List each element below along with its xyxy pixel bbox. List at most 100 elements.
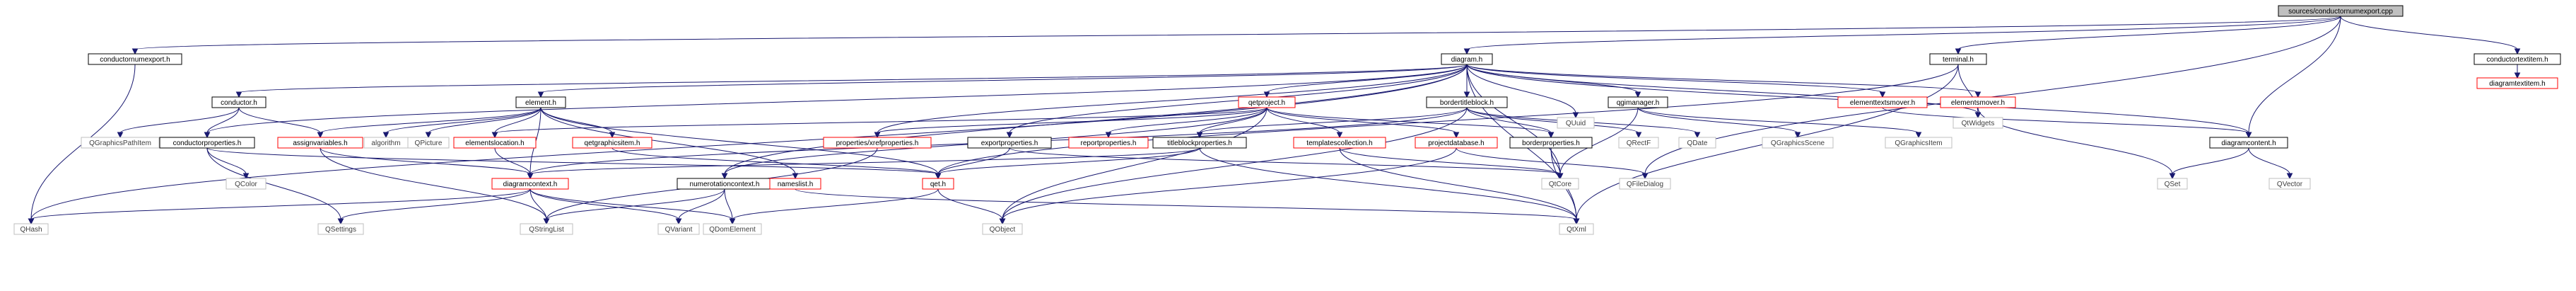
node-label: QObject (990, 226, 1016, 234)
edge-assignvariables_h-to-diagramcontext_h (320, 147, 534, 180)
edge-titleblockproperties_h-to-diagramcontext_h (527, 147, 1200, 180)
edge-projectdatabase_h-to-QFileDialog (1456, 147, 1649, 180)
edge-arrowhead (2514, 48, 2521, 55)
node-bordertitleblock-h[interactable]: bordertitleblock.h (1426, 96, 1508, 108)
node-QDate: QDate (1678, 137, 1716, 149)
node-projectdatabase-h[interactable]: projectdatabase.h (1415, 137, 1498, 149)
edge-line (529, 147, 1200, 175)
edge-conductor_h-to-QGraphicsPathItem (117, 107, 240, 139)
node-reportproperties-h[interactable]: reportproperties.h (1068, 137, 1149, 149)
edge-line (1002, 107, 1468, 220)
node-QSet: QSet (2157, 178, 2188, 190)
node-numerotationcontext-h[interactable]: numerotationcontext.h (677, 178, 773, 190)
node-QFileDialog: QFileDialog (1619, 178, 1671, 190)
node-QtXml: QtXml (1559, 223, 1594, 235)
node-root[interactable]: sources/conductornumexport.cpp (2278, 5, 2404, 17)
node-label: nameslist.h (778, 181, 814, 188)
node-label: terminal.h (1943, 56, 1974, 64)
node-label: diagramtextitem.h (2489, 80, 2545, 88)
node-borderproperties-h[interactable]: borderproperties.h (1509, 137, 1593, 149)
node-box (2209, 137, 2288, 149)
node-label: qetproject.h (1248, 99, 1285, 107)
edge-bordertitleblock_h-to-borderproperties_h (1466, 107, 1555, 139)
node-label: elementtextsmover.h (1850, 99, 1915, 107)
edge-qetproject_h-to-projectdatabase_h (1266, 107, 1460, 139)
node-elementtextsmover-h[interactable]: elementtextsmover.h (1837, 96, 1928, 108)
edge-qet_h-to-QObject (937, 188, 1006, 225)
node-box (2278, 5, 2404, 17)
node-QSettings: QSettings (317, 223, 364, 235)
node-assignvariables-h[interactable]: assignvariables.h (277, 137, 363, 149)
edge-numerotationcontext_h-to-QVariant (675, 188, 725, 225)
node-qetproject-h[interactable]: qetproject.h (1238, 96, 1296, 108)
edge-qetproject_h-to-elementslocation_h (491, 107, 1267, 139)
node-diagramcontent-h[interactable]: diagramcontent.h (2209, 137, 2288, 149)
node-box (1929, 53, 1987, 65)
edge-element_h-to-QPicture (425, 107, 541, 139)
node-diagram-h[interactable]: diagram.h (1441, 53, 1493, 65)
node-QVariant: QVariant (657, 223, 700, 235)
node-conductornumexport-h[interactable]: conductornumexport.h (88, 53, 182, 65)
node-diagramtextitem-h[interactable]: diagramtextitem.h (2476, 77, 2558, 89)
node-element-h[interactable]: element.h (515, 96, 566, 108)
edge-arrowhead (721, 173, 728, 180)
node-box (1293, 137, 1386, 149)
node-label: sources/conductornumexport.cpp (2288, 8, 2393, 16)
node-label: QSet (2165, 181, 2181, 188)
edge-root-to-diagramcontent_h (2245, 16, 2341, 139)
node-label: QPicture (415, 139, 443, 147)
node-diagramcontext-h[interactable]: diagramcontext.h (491, 178, 569, 190)
edge-line (877, 107, 1267, 134)
edge-arrowhead (729, 218, 736, 225)
node-elementslocation-h[interactable]: elementslocation.h (453, 137, 537, 149)
edge-arrowhead (675, 218, 682, 225)
edge-arrowhead (2169, 173, 2176, 180)
edge-line (1266, 107, 1340, 134)
edge-arrowhead (543, 218, 550, 225)
edge-arrowhead (1572, 112, 1579, 119)
edge-line (795, 188, 1577, 220)
node-box (1559, 223, 1594, 235)
node-qgimanager-h[interactable]: qgimanager.h (1608, 96, 1668, 108)
edge-arrowhead (1974, 91, 1981, 98)
node-box (1940, 96, 2016, 108)
node-exportproperties-h[interactable]: exportproperties.h (967, 137, 1052, 149)
node-QDomElement: QDomElement (703, 223, 762, 235)
node-conductor-h[interactable]: conductor.h (211, 96, 267, 108)
node-label: element.h (525, 99, 556, 107)
node-box (317, 223, 364, 235)
node-terminal-h[interactable]: terminal.h (1929, 53, 1987, 65)
node-nameslist-h[interactable]: nameslist.h (769, 178, 821, 190)
node-conductorproperties-h[interactable]: conductorproperties.h (159, 137, 255, 149)
node-box (453, 137, 537, 149)
edge-arrowhead (2286, 173, 2293, 180)
edge-arrowhead (1641, 173, 1649, 180)
edge-diagramcontent_h-to-QSet (2169, 147, 2249, 180)
edge-elementslocation_h-to-diagramcontext_h (494, 147, 534, 180)
node-qet-h[interactable]: qet.h (922, 178, 954, 190)
node-label: conductorproperties.h (173, 139, 242, 147)
node-conductortextitem-h[interactable]: conductortextitem.h (2473, 53, 2561, 65)
node-templatescollection-h[interactable]: templatescollection.h (1293, 137, 1386, 149)
edge-line (546, 188, 725, 220)
node-qetgraphicsitem-h[interactable]: qetgraphicsitem.h (572, 137, 652, 149)
edge-root-to-terminal_h (1955, 16, 2341, 55)
edge-conductorproperties_h-to-QColor (206, 147, 250, 180)
node-properties-xrefproperties-h[interactable]: properties/xrefproperties.h (823, 137, 932, 149)
node-QHash: QHash (13, 223, 49, 235)
node-elementsmover-h[interactable]: elementsmover.h (1940, 96, 2016, 108)
node-titleblockproperties-h[interactable]: titleblockproperties.h (1152, 137, 1247, 149)
node-box (1618, 137, 1659, 149)
edge-arrowhead (235, 91, 242, 98)
edge-nameslist_h-to-QtXml (795, 188, 1580, 225)
edge-line (206, 147, 939, 175)
edge-line (529, 188, 733, 220)
node-label: qgimanager.h (1617, 99, 1660, 107)
edge-arrowhead (1557, 173, 1564, 180)
edge-arrowhead (491, 132, 498, 139)
edge-diagram_h-to-QWidgets (1466, 64, 1981, 119)
node-label: QDate (1687, 139, 1708, 147)
node-box (491, 178, 569, 190)
node-box (1152, 137, 1247, 149)
edge-arrowhead (1794, 132, 1801, 139)
